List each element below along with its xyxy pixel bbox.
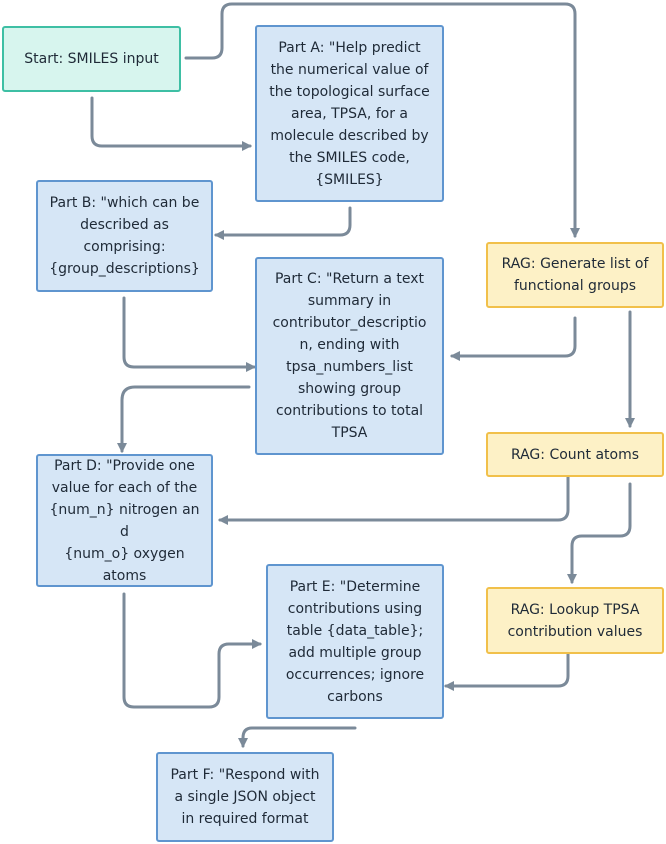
node-rag-groups-label: RAG: Generate list of functional groups [501, 256, 649, 294]
node-rag-count[interactable]: RAG: Count atoms [486, 432, 664, 477]
node-part-d-label: Part D: "Provide one value for each of t… [49, 457, 200, 584]
edge-rag-count-to-rag-lookup [567, 482, 632, 584]
node-part-f[interactable]: Part F: "Respond with a single JSON obje… [156, 752, 334, 842]
node-rag-count-label: RAG: Count atoms [510, 446, 640, 463]
node-part-e-label: Part E: "Determine contributions using t… [285, 578, 425, 705]
node-part-c[interactable]: Part C: "Return a text summary in contri… [255, 257, 444, 455]
edge-part-b-to-part-c [122, 296, 256, 372]
node-part-a[interactable]: Part A: "Help predict the numerical valu… [255, 25, 444, 202]
edge-start-to-part-a [90, 96, 252, 151]
edge-rag-count-to-part-d [218, 474, 570, 525]
edge-part-c-to-part-d [117, 385, 251, 453]
edge-rag-groups-to-part-c [450, 316, 577, 361]
edge-part-d-to-part-e [122, 592, 262, 709]
node-part-a-label: Part A: "Help predict the numerical valu… [269, 39, 430, 188]
node-part-b[interactable]: Part B: "which can be described as compr… [36, 180, 213, 292]
node-rag-lookup[interactable]: RAG: Lookup TPSA contribution values [486, 587, 664, 654]
edge-rag-lookup-to-part-e [444, 652, 570, 691]
node-part-f-label: Part F: "Respond with a single JSON obje… [170, 767, 320, 827]
node-part-b-label: Part B: "which can be described as compr… [49, 195, 200, 277]
node-part-d[interactable]: Part D: "Provide one value for each of t… [36, 454, 213, 587]
edge-part-e-to-part-f [238, 726, 357, 748]
node-start-label: Start: SMILES input [24, 51, 159, 67]
node-rag-lookup-label: RAG: Lookup TPSA contribution values [507, 601, 643, 640]
node-start[interactable]: Start: SMILES input [2, 26, 181, 92]
node-part-e[interactable]: Part E: "Determine contributions using t… [266, 564, 444, 719]
edge-start-to-rag-groups [184, 2, 580, 238]
node-part-c-label: Part C: "Return a text summary in contri… [272, 271, 427, 441]
edge-part-a-to-part-b [214, 206, 352, 240]
node-rag-groups[interactable]: RAG: Generate list of functional groups [486, 242, 664, 308]
